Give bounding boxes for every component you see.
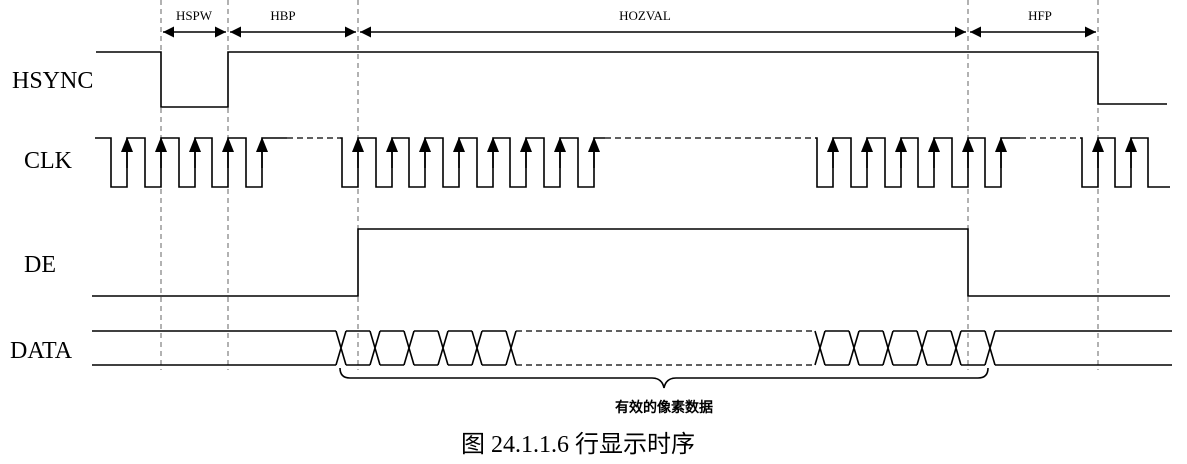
clk-edge-arrow-head [928,137,940,152]
data-transition [882,330,894,366]
clk-edge-arrow-head [995,137,1007,152]
clk-segment [815,137,1020,188]
clk-edge-arrow-head [189,137,201,152]
clk-waveform [95,137,1170,188]
clk-edge-arrow-head [554,137,566,152]
clk-edge-arrow-head [155,137,167,152]
data-transition [916,330,928,366]
clk-edge-arrow-head [1125,137,1137,152]
clk-edge-arrow-head [352,137,364,152]
timing-guides [160,0,1099,370]
hfp-label: HFP [1028,8,1052,23]
hbp-label: HBP [270,8,295,23]
data-transition [950,330,962,366]
clk-edge-arrow-head [487,137,499,152]
data-transition [814,330,826,366]
data-transition [848,330,860,366]
data-transition [505,330,517,366]
span-dimensions: HSPW HBP HOZVAL HFP [163,8,1096,38]
clk-edge-arrow-head [222,137,234,152]
data-label: DATA [10,338,73,364]
valid-data-brace [339,367,989,389]
data-transition [437,330,449,366]
data-transition [471,330,483,366]
de-waveform [92,228,1170,297]
data-waveform [92,330,1172,366]
hozval-label: HOZVAL [619,8,671,23]
data-transition [984,330,996,366]
hsync-label: HSYNC [12,68,93,94]
clk-edge-arrow-head [861,137,873,152]
clk-label: CLK [24,148,73,174]
clk-edge-arrow-head [419,137,431,152]
hspw-label: HSPW [176,8,213,23]
valid-pixel-data-label: 有效的像素数据 [615,399,713,416]
clk-segment [340,137,605,188]
clk-edge-arrow-head [386,137,398,152]
figure-caption: 图 24.1.1.6 行显示时序 [461,431,695,458]
clk-segment [1080,137,1170,188]
clk-edge-arrow-head [1092,137,1104,152]
clk-edge-arrow-head [962,137,974,152]
clk-edge-arrow-head [121,137,133,152]
de-label: DE [24,252,56,278]
clk-edge-arrow-head [895,137,907,152]
clk-edge-arrow-head [827,137,839,152]
data-transition [335,330,347,366]
clk-edge-arrow-head [453,137,465,152]
clk-edge-arrow-head [520,137,532,152]
data-transition [403,330,415,366]
hsync-waveform [96,51,1167,108]
clk-edge-arrow-head [256,137,268,152]
data-transition [369,330,381,366]
clk-edge-arrow-head [588,137,600,152]
